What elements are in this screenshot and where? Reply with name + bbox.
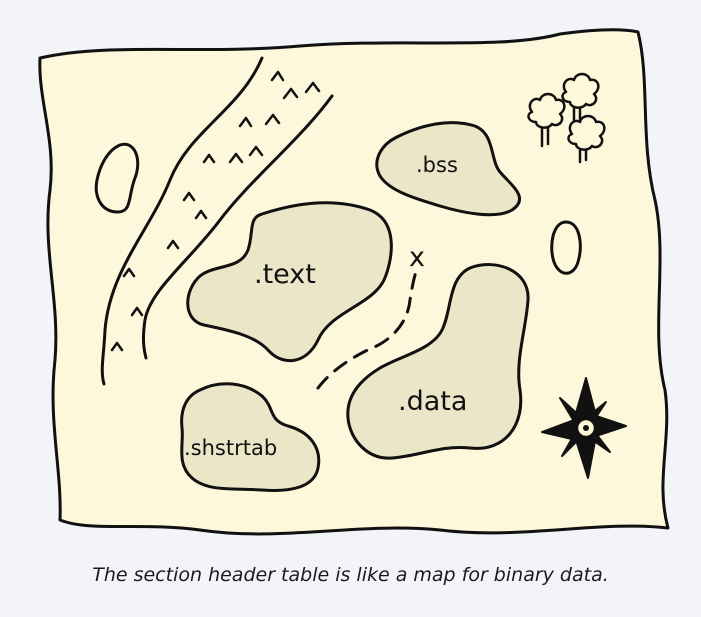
compass-rose-icon [541,377,627,479]
mountain-peaks [110,70,321,352]
label-data-section: .data [398,386,467,417]
island-data [346,263,530,460]
mountain-range-right-edge [141,94,334,360]
label-bss-section: .bss [416,153,458,177]
label-text-section: .text [254,259,316,290]
mountain-range-left-edge [100,56,264,386]
pond-right [550,220,582,275]
trees-icon [527,72,606,164]
lake-left [94,142,140,214]
figure-caption: The section header table is like a map f… [92,564,609,586]
treasure-path [316,264,420,390]
treasure-map-illustration: x .text .bss .data .shstrtab [38,28,670,536]
island-bss [375,121,521,217]
treasure-marker: x [409,242,425,273]
island-shstrtab [180,382,321,492]
label-shstrtab-section: .shstrtab [184,436,277,460]
island-text [186,201,393,363]
